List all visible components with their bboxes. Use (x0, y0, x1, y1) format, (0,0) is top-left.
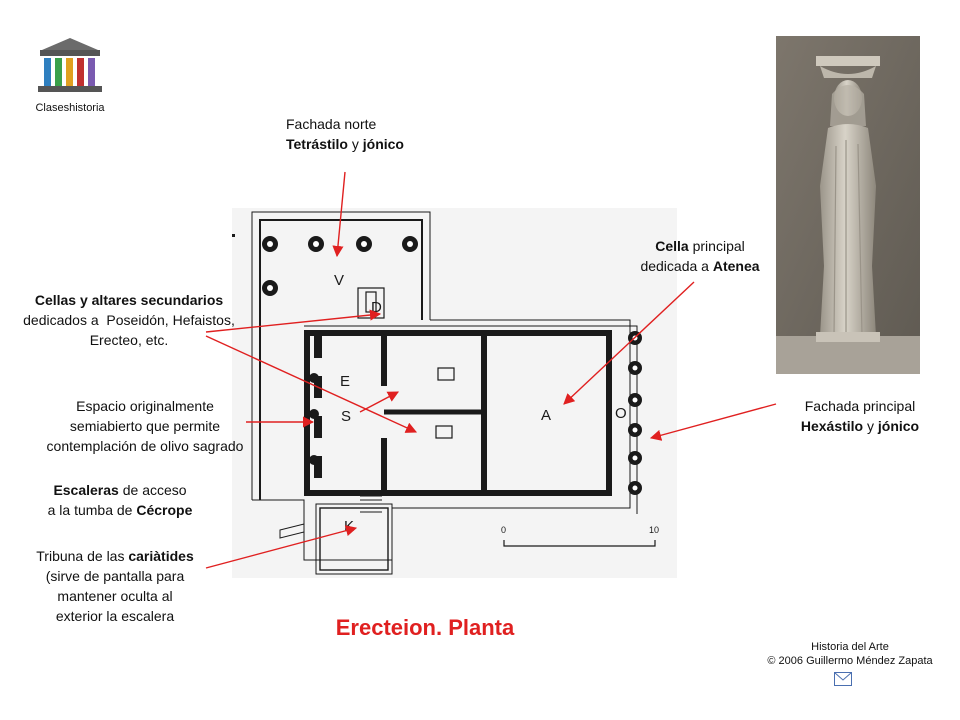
floor-plan: V D E S A O K 0 10 (232, 208, 677, 578)
label-text: contemplación de olivo sagrado (46, 438, 244, 454)
label-text-bold: Cella (655, 238, 689, 254)
label-fachada-norte: Fachada norte Tetrástilo y jónico (286, 114, 446, 154)
footer-line: Historia del Arte (811, 641, 889, 653)
logo-caption: Claseshistoria (35, 102, 105, 114)
label-text-bold: Atenea (712, 258, 760, 274)
label-text: Tribuna de las (36, 548, 129, 564)
caryatid-photo (776, 36, 920, 374)
label-fachada-principal: Fachada principal Hexástilo y jónico (780, 396, 940, 436)
label-text-bold: Tetrástilo (286, 136, 348, 152)
label-text: a la tumba de (47, 502, 137, 518)
label-text: semiabierto que permite (69, 418, 221, 434)
greek-temple-icon (38, 38, 102, 92)
plan-letter-o: O (615, 405, 627, 422)
label-cella-principal: Cella principal dedicada a Atenea (630, 236, 770, 276)
envelope-icon[interactable] (834, 672, 852, 686)
plan-letter-a: A (541, 407, 551, 424)
label-text-bold: Cécrope (136, 502, 193, 518)
label-text: mantener oculta al (57, 588, 173, 604)
label-text: exterior la escalera (55, 608, 175, 624)
label-text: y (347, 136, 363, 152)
label-text-bold: Cellas y altares secundarios (34, 292, 224, 308)
scale-end: 10 (649, 525, 659, 535)
label-text: Fachada norte (286, 116, 377, 132)
label-text: de acceso (118, 482, 187, 498)
label-text: dedicada a (640, 258, 713, 274)
label-text: y (863, 418, 878, 434)
label-text: Fachada principal (804, 398, 916, 414)
label-text-bold: jónico (877, 418, 920, 434)
label-text-bold: Hexástilo (800, 418, 864, 434)
footer-credits: Historia del Arte © 2006 Guillermo Ménde… (740, 640, 960, 668)
plan-letter-s: S (341, 408, 351, 425)
label-tribuna-cariatides: Tribuna de las cariàtides (sirve de pant… (10, 546, 220, 626)
page-title: Erecteion. Planta (335, 615, 515, 640)
mail-link[interactable] (834, 672, 852, 686)
plan-letter-k: K (344, 518, 354, 535)
label-text-bold: jónico (362, 136, 404, 152)
plan-letter-e: E (340, 373, 350, 390)
label-text-bold: Escaleras (53, 482, 119, 498)
footer-line: © 2006 Guillermo Méndez Zapata (767, 655, 933, 667)
label-text: dedicados a Poseidón, Hefaistos, (23, 312, 235, 328)
label-text: principal (688, 238, 745, 254)
label-text: Erecteo, etc. (89, 332, 169, 348)
label-escaleras: Escaleras de acceso a la tumba de Cécrop… (10, 480, 230, 520)
plan-letter-d: D (371, 299, 382, 316)
logo: Claseshistoria (30, 34, 110, 114)
label-text: (sirve de pantalla para (45, 568, 185, 584)
label-cellas-secundarias: Cellas y altares secundarios dedicados a… (4, 290, 254, 350)
plan-letter-v: V (334, 272, 344, 289)
label-espacio-olivo: Espacio originalmente semiabierto que pe… (20, 396, 270, 456)
scale-start: 0 (501, 525, 506, 535)
label-text: Espacio originalmente (76, 398, 214, 414)
label-text-bold: cariàtides (128, 548, 194, 564)
